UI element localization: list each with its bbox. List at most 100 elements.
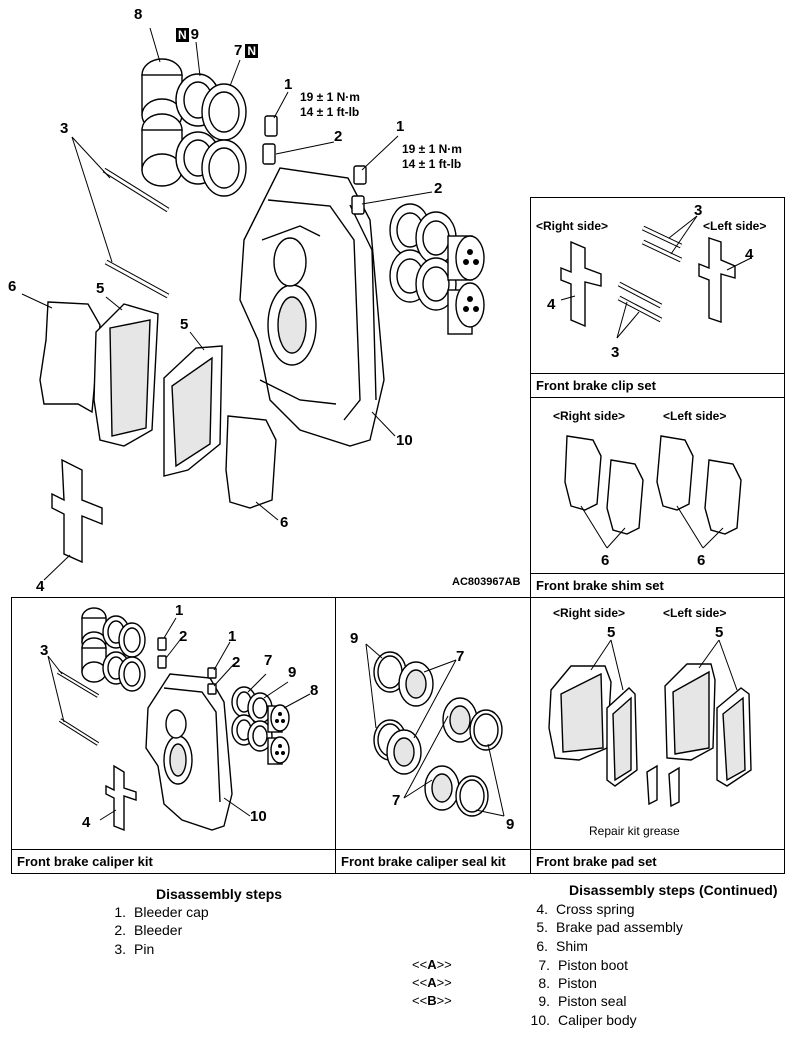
step-number: 5. (536, 919, 548, 935)
label-6a: 6 (8, 278, 17, 295)
step-text: Bleeder cap (134, 904, 209, 920)
cross-spring (51, 458, 103, 564)
step-text: Pin (134, 941, 155, 957)
label-5a: 5 (96, 280, 105, 297)
label-8: 8 (134, 6, 143, 23)
caliper-kit-panel: 1 2 1 2 3 7 9 8 4 10 Front brake caliper… (11, 597, 336, 874)
step-text: Bleeder (134, 922, 183, 938)
flag-a-1: <<A>> (412, 957, 452, 972)
torque-spec-a: 19 ± 1 N·m 14 ± 1 ft-lb (300, 90, 360, 120)
step-10: 10.Caliper body (518, 1012, 637, 1028)
kit-label-1b: 1 (228, 628, 237, 645)
shim-right (225, 415, 277, 509)
pad-set-drawing (548, 639, 752, 808)
torque-spec-b: 19 ± 1 N·m 14 ± 1 ft-lb (402, 142, 462, 172)
label-1b: 1 (396, 118, 405, 135)
shim-left (39, 301, 101, 414)
label-3: 3 (60, 120, 69, 137)
step-9: 9.Piston seal (518, 993, 626, 1009)
torque-a-ftlb: 14 ± 1 ft-lb (300, 105, 360, 119)
step-1: 1. Bleeder cap (94, 904, 209, 920)
clip-set-panel: <Right side> <Left side> 3 3 4 4 Front b… (530, 197, 785, 398)
step-3: 3. Pin (94, 941, 154, 957)
piston-group-top (141, 58, 247, 197)
clip-right-side-label: <Right side> (536, 219, 609, 233)
step-4: 4. Cross spring (516, 901, 635, 917)
step-text: Piston seal (558, 993, 627, 1009)
flag-letter: A (427, 957, 437, 972)
pad-set-panel: <Right side> <Left side> 5 5 Repair kit … (530, 597, 785, 874)
pad-label-5a: 5 (607, 624, 616, 641)
shim-set-caption: Front brake shim set (531, 573, 784, 597)
caliper-kit-caption: Front brake caliper kit (12, 849, 335, 873)
pad-set-caption: Front brake pad set (531, 849, 784, 873)
flag-post: >> (436, 993, 452, 1008)
kit-label-4: 4 (82, 814, 91, 831)
step-text: Cross spring (556, 901, 635, 917)
clip-left-side-label: <Left side> (703, 219, 767, 233)
step-number: 10. (530, 1012, 550, 1028)
torque-a-nm: 19 ± 1 N·m (300, 90, 360, 104)
kit-label-8: 8 (310, 682, 319, 699)
flag-letter: B (427, 993, 437, 1008)
clip-set-drawing (560, 215, 752, 339)
caliper-body (239, 167, 385, 447)
step-text: Piston boot (558, 957, 629, 973)
seal-label-9a: 9 (350, 630, 359, 647)
seal-label-9b: 9 (506, 816, 515, 833)
step-number: 7. (538, 957, 550, 973)
step-number: 6. (536, 938, 548, 954)
kit-label-2b: 2 (232, 654, 241, 671)
shim-label-6b: 6 (697, 552, 706, 569)
n-badge-7: N (245, 44, 259, 58)
clip-label-3a: 3 (694, 202, 703, 219)
seal-kit-drawing (365, 643, 505, 817)
clip-label-4a: 4 (547, 296, 556, 313)
step-number: 4. (536, 901, 548, 917)
seal-kit-panel: 9 7 7 9 Front brake caliper seal kit (335, 597, 531, 874)
clip-label-3b: 3 (611, 344, 620, 361)
step-number: 1. (114, 904, 126, 920)
seal-label-7b: 7 (392, 792, 401, 809)
pad-label-5b: 5 (715, 624, 724, 641)
kit-label-3: 3 (40, 642, 49, 659)
pin-upper (102, 167, 170, 213)
figure-code: AC803967AB (452, 576, 521, 588)
shim-left-side-label: <Left side> (663, 409, 727, 423)
caliper-kit-drawing (47, 607, 311, 832)
steps-title-continued: Disassembly steps (Continued) (569, 882, 778, 898)
flag-a-2: <<A>> (412, 975, 452, 990)
kit-label-1a: 1 (175, 602, 184, 619)
torque-b-nm: 19 ± 1 N·m (402, 142, 462, 156)
step-number: 3. (114, 941, 126, 957)
bleeder-b (351, 165, 367, 215)
steps-title: Disassembly steps (156, 886, 283, 902)
step-5: 5. Brake pad assembly (516, 919, 683, 935)
shim-set-drawing (564, 435, 742, 549)
step-text: Shim (556, 938, 588, 954)
label-2a: 2 (334, 128, 343, 145)
flag-post: >> (436, 975, 452, 990)
step-text: Brake pad assembly (556, 919, 683, 935)
repair-kit-grease-label: Repair kit grease (589, 824, 680, 838)
kit-label-7: 7 (264, 652, 273, 669)
bleeder-a (262, 115, 278, 165)
clip-label-4b: 4 (745, 246, 754, 263)
label-7: 7 (234, 42, 243, 59)
flag-letter: A (427, 975, 437, 990)
pad-left-side-label: <Left side> (663, 606, 727, 620)
shim-label-6a: 6 (601, 552, 610, 569)
step-number: 8. (538, 975, 550, 991)
n-badge: N (176, 28, 189, 42)
flag-pre: << (412, 975, 428, 990)
torque-b-ftlb: 14 ± 1 ft-lb (402, 157, 462, 171)
flag-pre: << (412, 993, 428, 1008)
step-number: 2. (114, 922, 126, 938)
flag-post: >> (436, 957, 452, 972)
piston-group-right (389, 203, 485, 335)
pin-lower (104, 259, 170, 299)
flag-pre: << (412, 957, 428, 972)
kit-label-9: 9 (288, 664, 297, 681)
step-2: 2. Bleeder (94, 922, 182, 938)
